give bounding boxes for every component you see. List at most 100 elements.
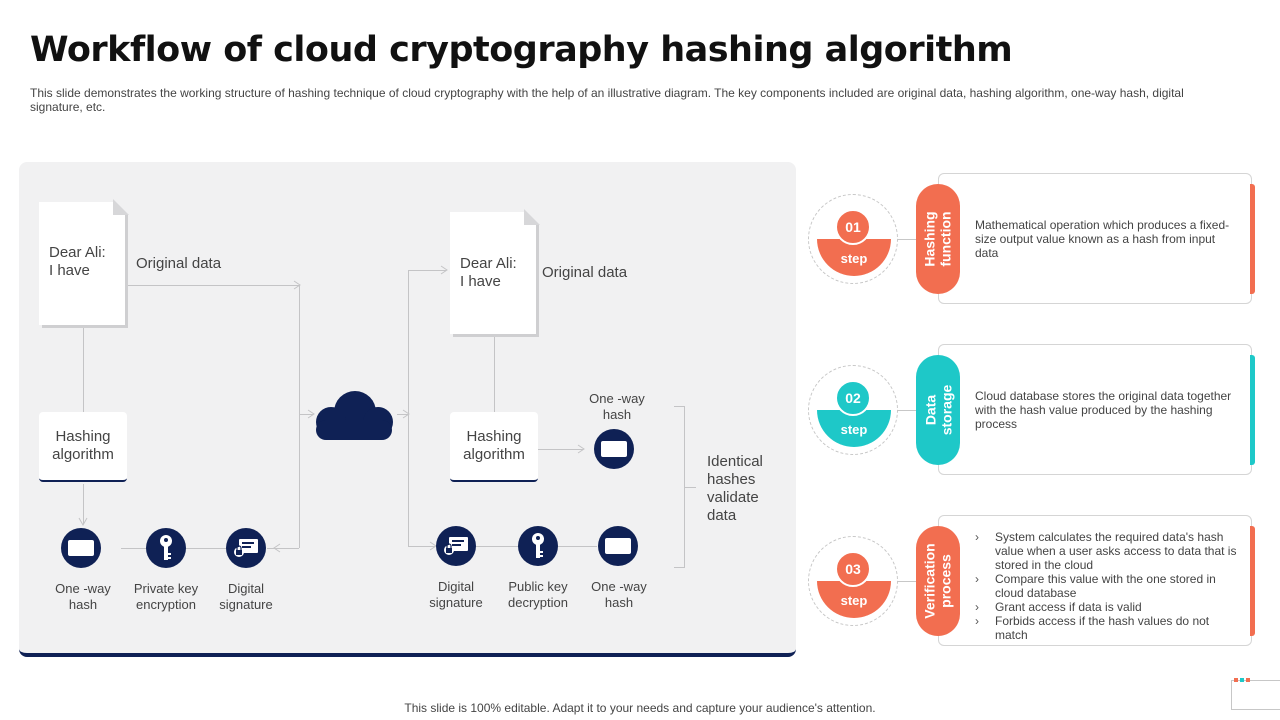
box-label-line: algorithm [463,446,525,463]
bracket-line [674,567,684,568]
one-way-hash-label-left: One -way hash [41,581,125,613]
arrow-head-icon [402,409,410,419]
arrow-head-icon [293,280,301,290]
step-badge-02: 02 step [808,365,898,455]
corner-decoration-icon [1231,680,1280,710]
hashing-algorithm-box-left: Hashing algorithm [39,412,127,482]
step-badge-01: 01 step [808,194,898,284]
arrow-head-icon [577,444,585,454]
corner-dot [1240,678,1244,682]
box-label-line: Hashing [55,428,111,445]
original-data-label-right: Original data [542,264,628,281]
arrow-head-icon [273,543,281,553]
identical-hashes-text: Identical hashes validate data [707,453,763,524]
connector-line [299,285,300,548]
document-line: I have [460,273,501,290]
connector-line [475,546,519,547]
label-line: One -way [591,579,647,594]
label-line: One -way [55,581,111,596]
connector-line [557,546,597,547]
step-bullet-item: System calculates the required data's ha… [975,530,1237,572]
label-line: Private key [133,581,199,596]
connector-line [408,546,435,547]
digital-signature-node-left [226,528,266,568]
label-line: Public key [508,579,568,594]
step-card-03: System calculates the required data's ha… [938,515,1252,646]
original-data-label-left: Original data [136,255,222,272]
label-line: Digital [437,579,475,594]
step-description: Mathematical operation which produces a … [975,218,1230,260]
label-line: One -way [589,391,645,406]
label-line: hash [68,597,98,612]
connector-line [408,270,446,271]
one-way-hash-node-bottom-right [598,526,638,566]
document-line: Dear Ali: [49,244,106,261]
step-number: 01 [835,209,871,245]
step-bullet-item: Forbids access if the hash values do not… [975,614,1237,642]
arrow-head-icon [440,265,448,275]
step-connector [898,581,916,582]
box-label-line: algorithm [52,446,114,463]
step-bullet-item: Compare this value with the one stored i… [975,572,1237,600]
page-fold-icon [113,199,129,215]
private-key-encryption-label: Private key encryption [121,581,211,613]
pill-line: storage [938,384,955,436]
connector-line [83,484,84,524]
original-data-document-right: Dear Ali: I have [450,209,540,334]
step-word: step [840,593,868,608]
bracket-line [684,487,696,488]
connector-line [83,327,84,412]
connector-line [267,548,299,549]
step-connector [898,239,916,240]
pill-line: process [938,554,954,608]
corner-dot [1234,678,1238,682]
public-key-decryption-label: Public key decryption [493,579,583,611]
one-way-hash-label-bottom-right: One -way hash [577,579,661,611]
one-way-hash-node-top [594,429,634,469]
connector-line [494,334,495,412]
signature-card-icon [234,539,258,557]
step-number: 03 [835,551,871,587]
footer-note: This slide is 100% editable. Adapt it to… [404,701,876,715]
arrow-head-icon [307,409,315,419]
label-line: signature [219,597,273,612]
connector-line [537,449,583,450]
step-card-02: Cloud database stores the original data … [938,344,1252,475]
document-line: I have [49,262,90,279]
label-line: signature [429,595,483,610]
key-icon [532,533,544,558]
pill-line: function [938,211,955,267]
step-word: step [840,251,868,266]
connector-line [127,285,299,286]
card-accent-bar [1250,526,1255,636]
one-way-hash-node-left [61,528,101,568]
page-title: Workflow of cloud cryptography hashing a… [30,30,1013,70]
private-key-encryption-node [146,528,186,568]
label-line: decryption [508,595,568,610]
bracket-line [674,406,684,407]
connector-line [299,414,313,415]
label-line: encryption [136,597,196,612]
arrow-head-icon [78,517,88,527]
corner-dot [1246,678,1250,682]
step-word: step [840,422,868,437]
cloud-icon [316,391,393,440]
step-card-01: Mathematical operation which produces a … [938,173,1252,304]
digital-signature-label-right: Digital signature [416,579,496,611]
hash-card-icon [605,538,631,554]
hash-card-icon [601,441,627,457]
digital-signature-node-right [436,526,476,566]
step-bullet-item: Grant access if data is valid [975,600,1237,614]
pill-line: Verification [922,543,938,619]
step-number: 02 [835,380,871,416]
workflow-diagram-panel: Dear Ali: I have Original data Dear Ali:… [19,162,796,657]
label-line: Digital [227,581,265,596]
box-label-line: Hashing [466,428,522,445]
step-bullet-list: System calculates the required data's ha… [975,530,1237,642]
page-fold-icon [524,209,540,225]
one-way-hash-label-top: One -way hash [575,391,659,423]
card-accent-bar [1250,355,1255,465]
